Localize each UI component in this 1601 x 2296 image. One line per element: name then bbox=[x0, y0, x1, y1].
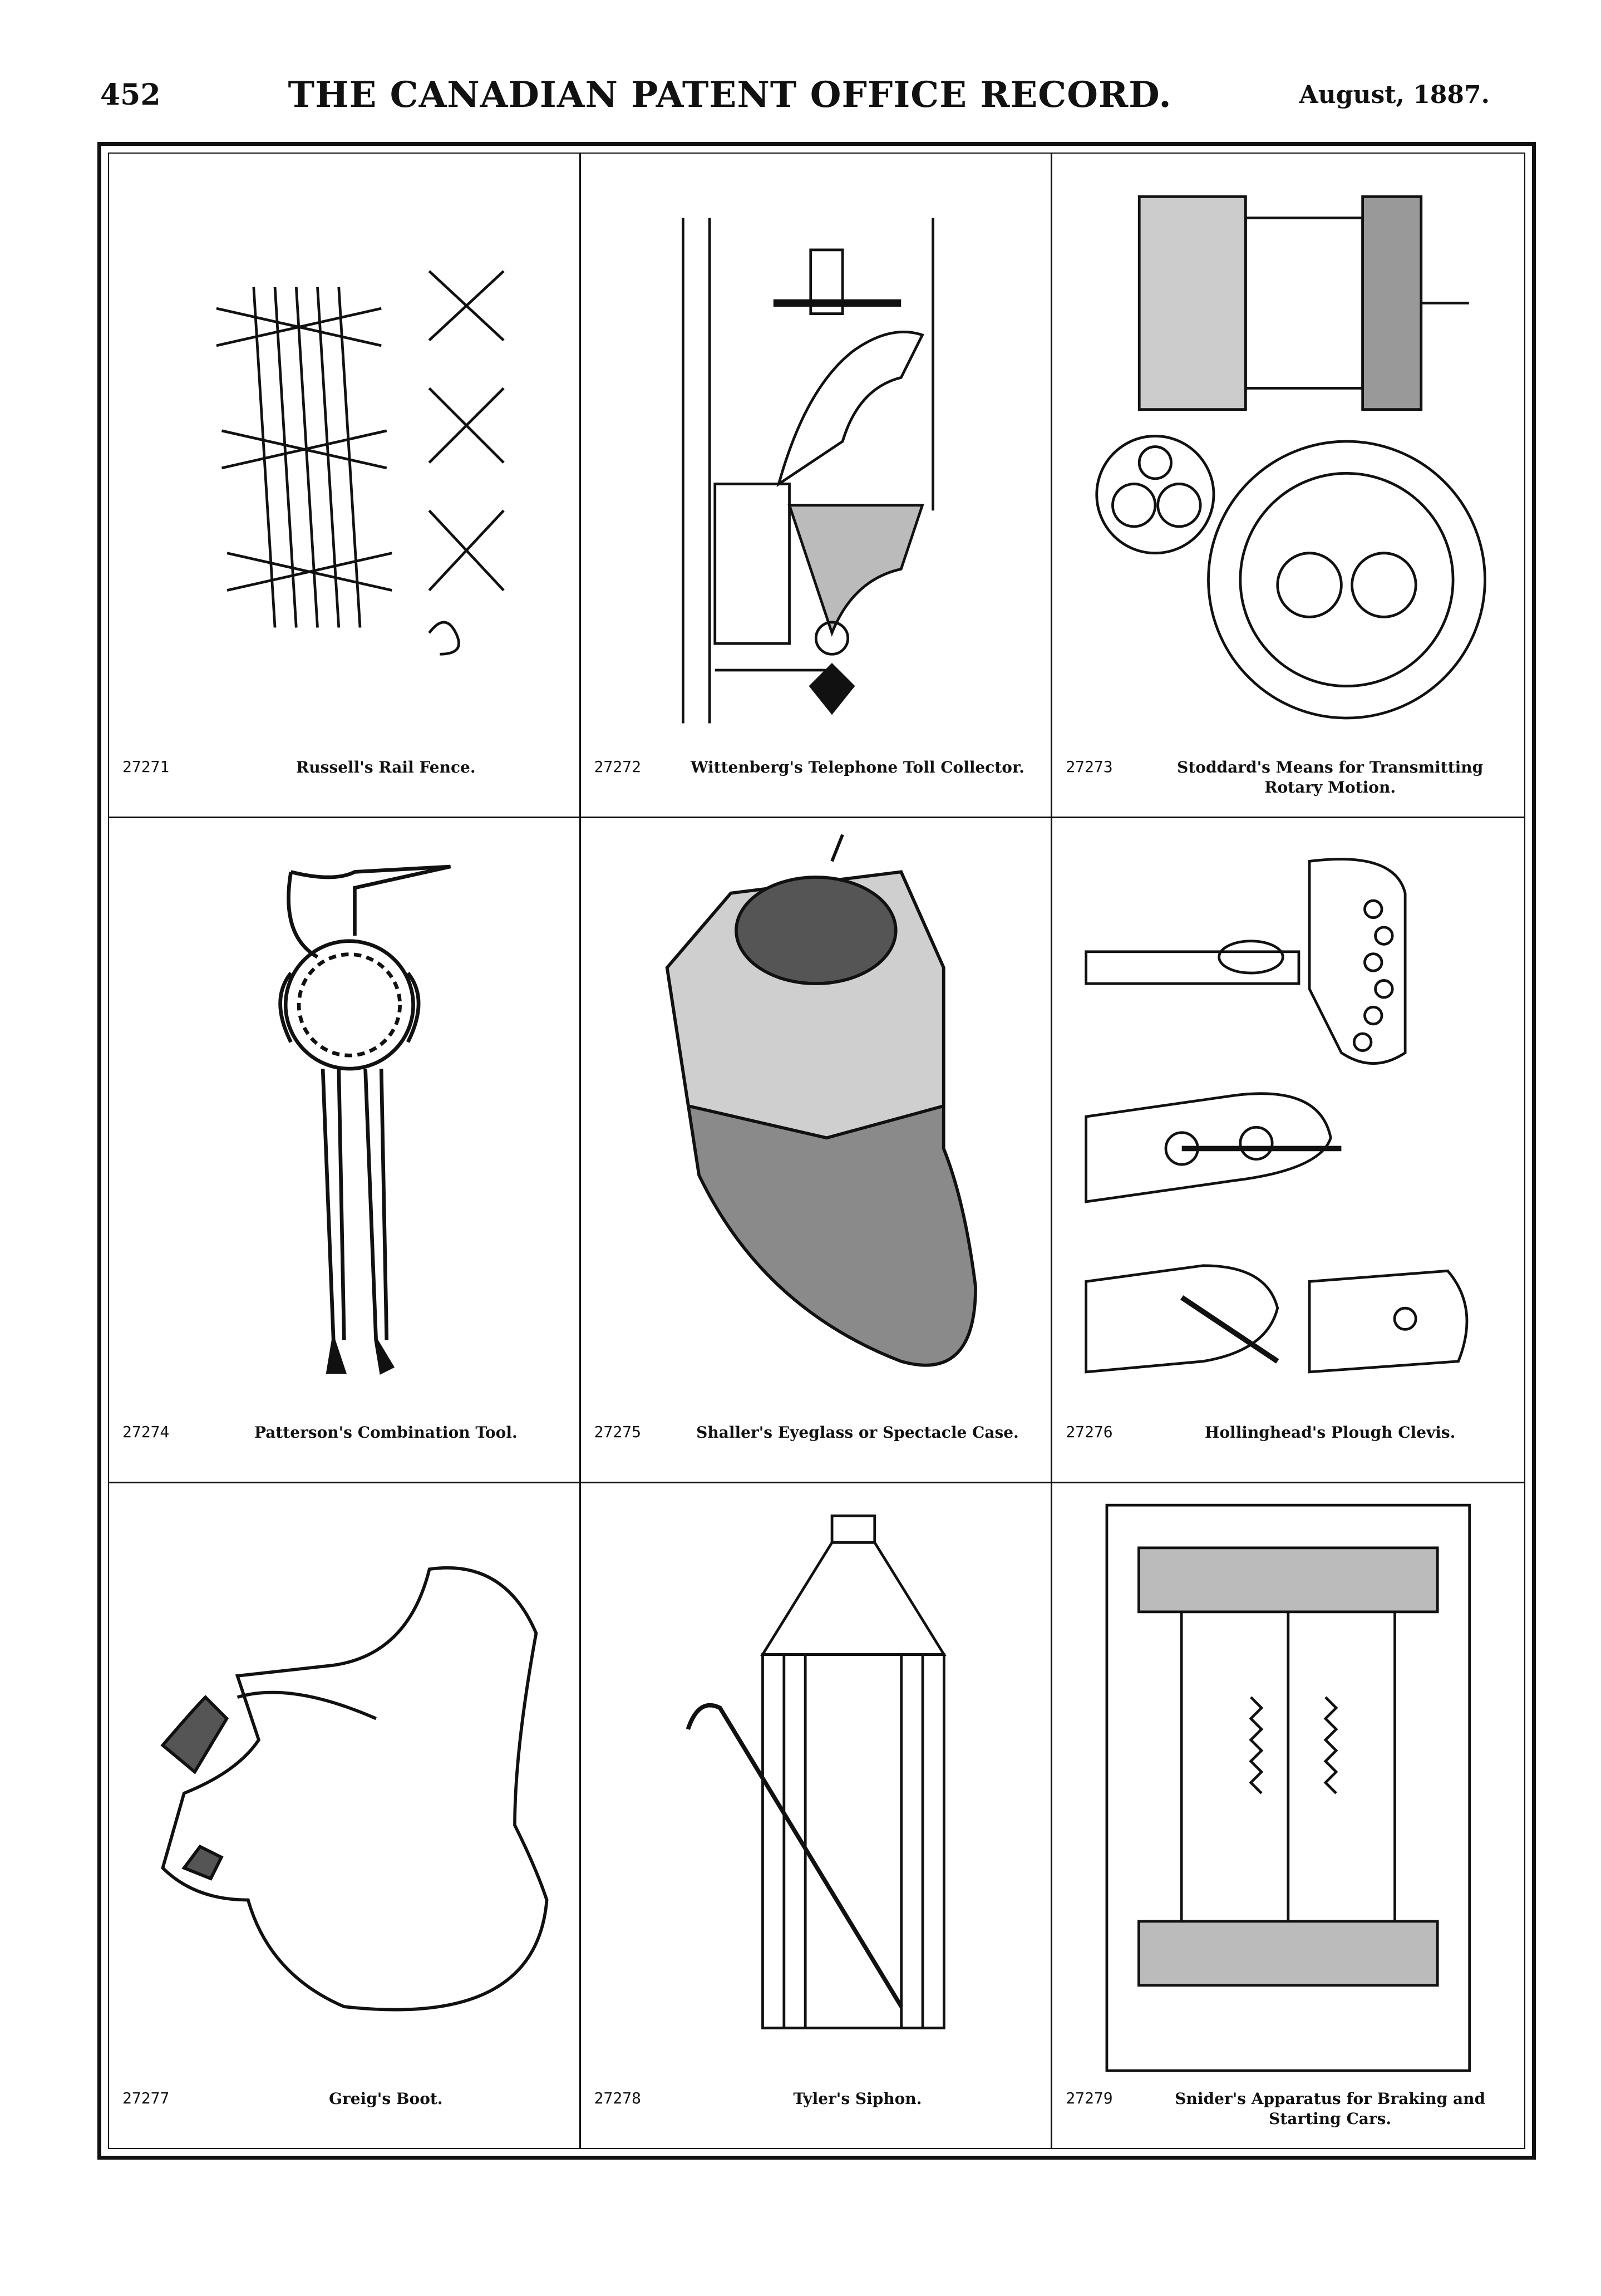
patent-number: 27277 bbox=[122, 2089, 170, 2107]
patent-caption: 27274 Patterson's Combination Tool. bbox=[122, 1423, 566, 1469]
patent-title: Greig's Boot. bbox=[329, 2089, 443, 2108]
patent-title: Shaller's Eyeglass or Spectacle Case. bbox=[696, 1423, 1019, 1442]
patent-title: Hollinghead's Plough Clevis. bbox=[1204, 1423, 1456, 1442]
patent-caption: 27273 Stoddard's Means for Transmitting … bbox=[1066, 758, 1511, 804]
patent-number: 27274 bbox=[122, 1422, 170, 1441]
patent-cell-27272: 27272 Wittenberg's Telephone Toll Collec… bbox=[580, 154, 1053, 819]
patent-cell-27279: 27279 Snider's Apparatus for Braking and… bbox=[1052, 1483, 1524, 2148]
patent-cell-27271: 27271 Russell's Rail Fence. bbox=[109, 154, 581, 819]
patent-caption: 27278 Tyler's Siphon. bbox=[594, 2089, 1038, 2136]
drawing-toll-collector bbox=[592, 165, 1040, 750]
drawing-rotary-motion bbox=[1063, 165, 1513, 750]
patent-title: Wittenberg's Telephone Toll Collector. bbox=[691, 758, 1024, 777]
patent-number: 27271 bbox=[122, 758, 170, 776]
patent-cell-27277: 27277 Greig's Boot. bbox=[109, 1483, 581, 2148]
journal-title: THE CANADIAN PATENT OFFICE RECORD. bbox=[288, 73, 1172, 116]
patent-number: 27279 bbox=[1066, 2089, 1113, 2107]
patent-cell-27278: 27278 Tyler's Siphon. bbox=[581, 1483, 1053, 2148]
drawing-plough-clevis bbox=[1063, 829, 1513, 1414]
patent-cell-27274: 27274 Patterson's Combination Tool. bbox=[109, 818, 581, 1483]
patent-caption: 27275 Shaller's Eyeglass or Spectacle Ca… bbox=[594, 1423, 1038, 1469]
issue-date: August, 1887. bbox=[1299, 80, 1490, 109]
patent-cell-27276: 27276 Hollinghead's Plough Clevis. bbox=[1052, 818, 1524, 1483]
patent-number: 27275 bbox=[594, 1422, 641, 1441]
patent-caption: 27271 Russell's Rail Fence. bbox=[122, 758, 566, 804]
patent-title: Tyler's Siphon. bbox=[793, 2089, 922, 2108]
drawing-boot bbox=[120, 1494, 568, 2081]
patent-title: Snider's Apparatus for Braking and Start… bbox=[1175, 2089, 1486, 2128]
page-header: 452 THE CANADIAN PATENT OFFICE RECORD. A… bbox=[100, 72, 1490, 117]
patent-title: Patterson's Combination Tool. bbox=[254, 1423, 518, 1442]
drawing-car-brake bbox=[1063, 1494, 1513, 2081]
page-number: 452 bbox=[100, 77, 161, 112]
patent-caption: 27272 Wittenberg's Telephone Toll Collec… bbox=[594, 758, 1038, 804]
patent-title: Russell's Rail Fence. bbox=[296, 758, 476, 777]
patent-grid: 27271 Russell's Rail Fence. bbox=[108, 153, 1525, 2149]
drawing-eyeglass-case bbox=[592, 829, 1040, 1414]
patent-cell-27273: 27273 Stoddard's Means for Transmitting … bbox=[1052, 154, 1524, 819]
patent-plate-frame: 27271 Russell's Rail Fence. bbox=[97, 142, 1536, 2160]
drawing-combination-tool bbox=[120, 829, 568, 1414]
patent-caption: 27277 Greig's Boot. bbox=[122, 2089, 566, 2136]
patent-number: 27273 bbox=[1066, 758, 1113, 776]
patent-title: Stoddard's Means for Transmitting Rotary… bbox=[1177, 758, 1484, 797]
patent-caption: 27279 Snider's Apparatus for Braking and… bbox=[1066, 2089, 1511, 2136]
patent-number: 27278 bbox=[594, 2089, 641, 2107]
patent-number: 27272 bbox=[594, 758, 641, 776]
patent-cell-27275: 27275 Shaller's Eyeglass or Spectacle Ca… bbox=[580, 818, 1053, 1483]
drawing-rail-fence bbox=[120, 165, 568, 750]
drawing-siphon bbox=[592, 1494, 1040, 2081]
patent-caption: 27276 Hollinghead's Plough Clevis. bbox=[1066, 1423, 1511, 1469]
patent-number: 27276 bbox=[1066, 1422, 1113, 1441]
